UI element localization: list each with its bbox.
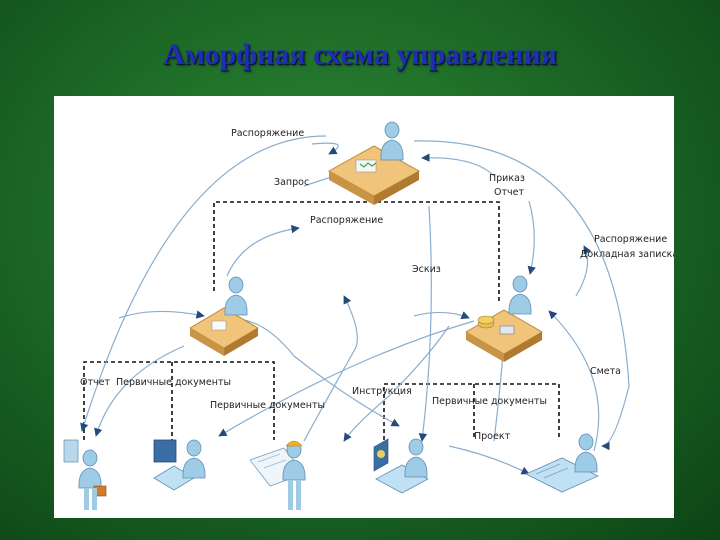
arrow-rasp-mid — [226, 224, 300, 277]
director-workstation — [327, 121, 421, 205]
slide-title: Аморфная схема управления — [162, 38, 558, 71]
worker-5 — [525, 433, 599, 493]
label-otchet-left: Отчет — [80, 377, 110, 388]
label-instruktsiya: Инструкция — [352, 386, 412, 397]
arrow-right-mid — [575, 245, 592, 297]
arrow-worker-up — [303, 295, 358, 442]
worker-4 — [373, 438, 429, 494]
diagram-panel: Распоряжение Запрос Приказ Отчет Распоря… — [54, 96, 674, 518]
worker-1 — [63, 439, 107, 510]
diagram-canvas: Распоряжение Запрос Приказ Отчет Распоря… — [63, 121, 674, 510]
arrow-left-mgr-down — [94, 345, 185, 437]
label-pervichnye-mid: Первичные документы — [210, 400, 325, 411]
arrow-bottom-right — [448, 445, 530, 475]
arrow-rasporyazhenie — [311, 142, 339, 155]
label-rasporyazhenie-top: Распоряжение — [231, 128, 304, 139]
arrow-smeta — [548, 310, 600, 452]
left-manager-workstation — [189, 276, 259, 356]
label-zapros: Запрос — [274, 177, 309, 188]
label-prikaz: Приказ — [489, 173, 525, 184]
label-rasporyazhenie-mid: Распоряжение — [310, 215, 383, 226]
label-pervichnye-left: Первичные документы — [116, 377, 231, 388]
arrow-right-to-pervichnye — [218, 320, 475, 437]
label-pervichnye-right: Первичные документы — [432, 396, 547, 407]
arrow-instr — [343, 325, 450, 442]
label-rasporyazhenie-right: Распоряжение — [594, 234, 667, 245]
diagram-labels: Распоряжение Запрос Приказ Отчет Распоря… — [80, 128, 674, 442]
arrow-from-left-up — [118, 310, 205, 319]
right-manager-workstation — [465, 275, 543, 362]
arrow-prikaz — [527, 200, 536, 275]
arrow-right-long — [413, 140, 630, 451]
label-dokladnaya: Докладная записка — [580, 249, 674, 260]
hierarchy-lines — [83, 201, 560, 440]
arrow-otchet-up — [421, 153, 495, 177]
arrow-to-right-mgr — [413, 311, 470, 320]
label-proekt: Проект — [474, 431, 511, 442]
label-eskiz: Эскиз — [412, 264, 441, 275]
arrow-top-left-down — [80, 135, 327, 432]
worker-2 — [153, 439, 206, 491]
label-otchet-right: Отчет — [494, 187, 524, 198]
worker-3-engineer — [249, 440, 306, 510]
arrow-eskiz — [418, 205, 432, 442]
label-smeta: Смета — [590, 366, 621, 377]
